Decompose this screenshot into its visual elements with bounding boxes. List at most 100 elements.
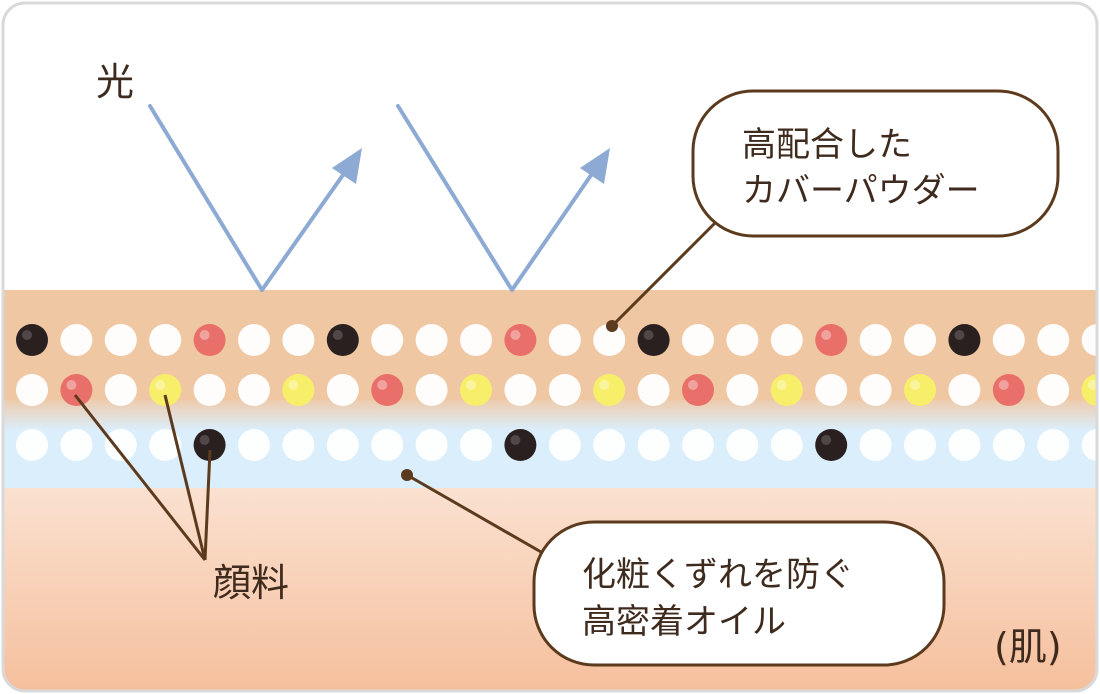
particle-white <box>1037 429 1070 461</box>
particle-white <box>238 324 270 356</box>
particle-white <box>992 324 1025 356</box>
particle-white <box>1081 429 1097 461</box>
oil-callout-line2: 高密着オイル <box>582 602 786 642</box>
particle-highlight <box>776 380 787 390</box>
powder-leader-dot <box>606 320 618 332</box>
particle-white <box>60 429 93 461</box>
particle-black <box>326 324 359 356</box>
particle-black <box>193 429 226 461</box>
particle-white <box>16 374 48 406</box>
particle-white <box>637 429 670 461</box>
particle-white <box>193 374 226 406</box>
particle-yellow <box>904 374 936 406</box>
particle-highlight <box>22 330 32 340</box>
particle-highlight <box>288 380 299 390</box>
particle-highlight <box>821 435 832 445</box>
particle-highlight <box>599 380 610 390</box>
particle-white <box>593 429 626 461</box>
particle-white <box>415 324 448 356</box>
particle-white <box>859 324 892 356</box>
particle-red <box>371 374 404 406</box>
particle-white <box>593 324 626 356</box>
light-rays <box>148 104 600 292</box>
particle-red <box>682 374 714 406</box>
particle-black <box>16 324 48 356</box>
skin-label: (肌) <box>994 625 1062 669</box>
particle-white <box>104 429 137 461</box>
particle-highlight <box>643 330 654 340</box>
particle-white <box>726 374 759 406</box>
particle-white <box>460 324 492 356</box>
powder-callout-line2: カバーパウダー <box>742 171 980 211</box>
particle-highlight <box>688 380 698 390</box>
pigment-leader-black <box>203 449 212 561</box>
pigment-leader-red <box>73 394 207 561</box>
particle-white <box>1037 324 1070 356</box>
particle-highlight <box>377 380 388 390</box>
particle-white <box>770 324 803 356</box>
particle-highlight <box>821 330 832 340</box>
particle-white <box>770 429 803 461</box>
particle-highlight <box>998 380 1009 390</box>
particle-red <box>992 374 1025 406</box>
particle-white <box>371 324 404 356</box>
particle-highlight <box>155 380 166 390</box>
particle-white <box>104 324 137 356</box>
particle-white <box>859 429 892 461</box>
particle-white <box>238 429 270 461</box>
particle-highlight <box>910 380 920 390</box>
particle-white <box>1081 324 1097 356</box>
particle-highlight <box>66 380 77 390</box>
pigment-leader-yellow <box>163 394 207 561</box>
particle-red <box>60 374 93 406</box>
particle-black <box>637 324 670 356</box>
particle-black <box>504 429 537 461</box>
particle-red <box>815 324 848 356</box>
powder-callout-line1: 高配合した <box>742 125 912 165</box>
particle-red <box>504 324 537 356</box>
particle-yellow <box>1081 374 1097 406</box>
particle-white <box>815 374 848 406</box>
particle-yellow <box>593 374 626 406</box>
particle-white <box>104 374 137 406</box>
light-label: 光 <box>96 60 134 104</box>
particle-white <box>282 324 315 356</box>
particle-white <box>726 429 759 461</box>
particle-white <box>1037 374 1070 406</box>
particle-white <box>548 374 581 406</box>
particle-white <box>637 374 670 406</box>
oil-callout-line1: 化粧くずれを防ぐ <box>582 555 854 595</box>
oil-leader-dot <box>401 469 413 481</box>
light-ray-2-reflected <box>510 163 600 292</box>
particle-yellow <box>149 374 182 406</box>
light-ray-1-arrowhead <box>332 148 362 184</box>
particle-red <box>193 324 226 356</box>
light-ray-2-incoming <box>396 104 514 292</box>
particle-yellow <box>460 374 492 406</box>
particle-white <box>371 429 404 461</box>
particle-white <box>726 324 759 356</box>
particle-white <box>460 429 492 461</box>
particle-white <box>415 374 448 406</box>
particle-black <box>948 324 981 356</box>
particle-highlight <box>199 330 210 340</box>
particle-highlight <box>1087 380 1097 390</box>
particle-black <box>815 429 848 461</box>
particle-white <box>682 429 714 461</box>
light-ray-2-arrowhead <box>580 148 610 184</box>
particle-group <box>16 324 1097 461</box>
particle-white <box>16 429 48 461</box>
particle-white <box>504 374 537 406</box>
pigment-leaders <box>73 394 212 561</box>
particle-white <box>992 429 1025 461</box>
powder-callout-box <box>691 89 1060 238</box>
particle-white <box>282 429 315 461</box>
particle-white <box>415 429 448 461</box>
particle-white <box>238 374 270 406</box>
particle-white <box>149 324 182 356</box>
particle-highlight <box>954 330 965 340</box>
particle-white <box>859 374 892 406</box>
particle-white <box>149 429 182 461</box>
particle-white <box>948 429 981 461</box>
